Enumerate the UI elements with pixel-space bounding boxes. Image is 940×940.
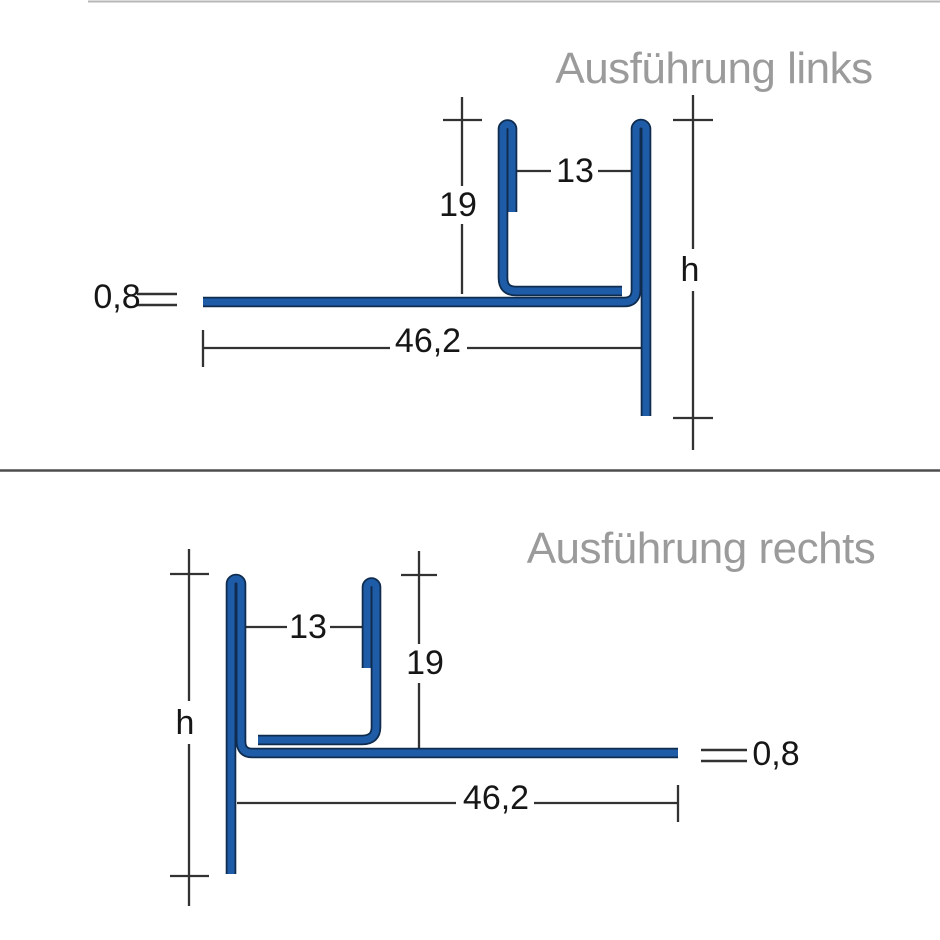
- top-profile-channel-outline: [497, 119, 622, 297]
- bottom-thickness-label: 0,8: [752, 735, 800, 773]
- top-inner-height-label: 19: [439, 186, 477, 224]
- top-thickness-label: 0,8: [93, 278, 141, 316]
- top-diagram: [137, 95, 713, 450]
- bottom-diagram: [170, 549, 747, 906]
- bottom-base-length-label: 46,2: [462, 779, 530, 817]
- top-profile-channel: [499, 121, 622, 295]
- bottom-profile-channel-outline: [258, 577, 382, 746]
- bottom-title: Ausführung rechts: [526, 524, 876, 573]
- bottom-profile-channel: [258, 579, 380, 744]
- top-total-height-label: h: [680, 251, 700, 289]
- top-title: Ausführung links: [555, 44, 873, 93]
- bottom-inner-height-label: 19: [406, 644, 444, 682]
- top-profile-base-and-tall-leg: [203, 120, 650, 416]
- bottom-channel-width-label: 13: [289, 608, 327, 646]
- top-channel-width-label: 13: [556, 152, 594, 190]
- top-base-length-label: 46,2: [394, 322, 462, 360]
- bottom-total-height-label: h: [175, 704, 195, 742]
- bottom-profile-base-and-tall-leg: [227, 575, 678, 874]
